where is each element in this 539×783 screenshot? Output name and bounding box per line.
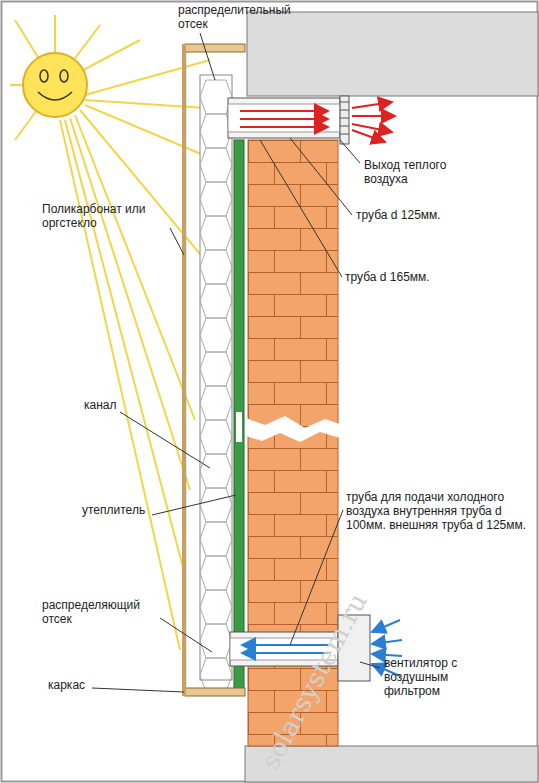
sun-face: [38, 70, 72, 100]
channel-cell: [200, 250, 232, 284]
wall-break: [246, 416, 340, 442]
channel-cell: [200, 386, 232, 420]
channel-cell: [200, 420, 232, 454]
channel-cell: [200, 522, 232, 556]
channel-label: канал: [84, 398, 164, 412]
frame-bottom: [185, 688, 245, 696]
outlet-label: Выход теплого воздуха: [364, 158, 484, 186]
outlet-pipe-outer: [228, 98, 340, 138]
glazing-label: Поликарбонат или оргстекло: [42, 202, 172, 230]
channel-cell: [200, 318, 232, 352]
outlet-grille: [340, 96, 349, 144]
channel-cell: [200, 284, 232, 318]
channel-cell: [200, 80, 232, 114]
channel-cell: [200, 182, 232, 216]
channel-cell: [200, 352, 232, 386]
pipe-label: труба d 165мм.: [345, 270, 475, 284]
grille-slats: [340, 102, 349, 134]
channel-cell: [200, 556, 232, 590]
frame-top: [185, 44, 245, 52]
outlet-pipe-inner: [228, 104, 340, 132]
channel-cell: [200, 454, 232, 488]
channel-cell: [200, 658, 232, 692]
warm-air-arrows: [240, 102, 395, 142]
insulation-label: утеплитель: [82, 503, 172, 517]
channel-cell: [200, 216, 232, 250]
air-channel: [200, 75, 232, 680]
fan-label: вентилятор с воздушным фильтром: [384, 656, 504, 698]
channel-cells: [200, 80, 232, 692]
compartment-label: распределительный отсек: [178, 3, 303, 31]
channel-cell: [200, 148, 232, 182]
channel-cell: [200, 624, 232, 658]
sun: [23, 53, 87, 117]
channel-cell: [200, 590, 232, 624]
compartment-label: распределяющий отсек: [42, 598, 162, 626]
channel-cell: [200, 488, 232, 522]
insulation-break: [236, 412, 242, 442]
channel-cell: [200, 114, 232, 148]
frame-label: каркас: [48, 678, 128, 692]
inlet-pipe-label: труба для подачи холодного воздуха внутр…: [346, 490, 534, 532]
leader-lines: [92, 33, 380, 692]
insulation-layer: [234, 140, 244, 690]
pipe-label: труба d 125мм.: [356, 208, 486, 222]
ceiling-slab: [247, 12, 538, 96]
frame-post: [182, 44, 186, 696]
